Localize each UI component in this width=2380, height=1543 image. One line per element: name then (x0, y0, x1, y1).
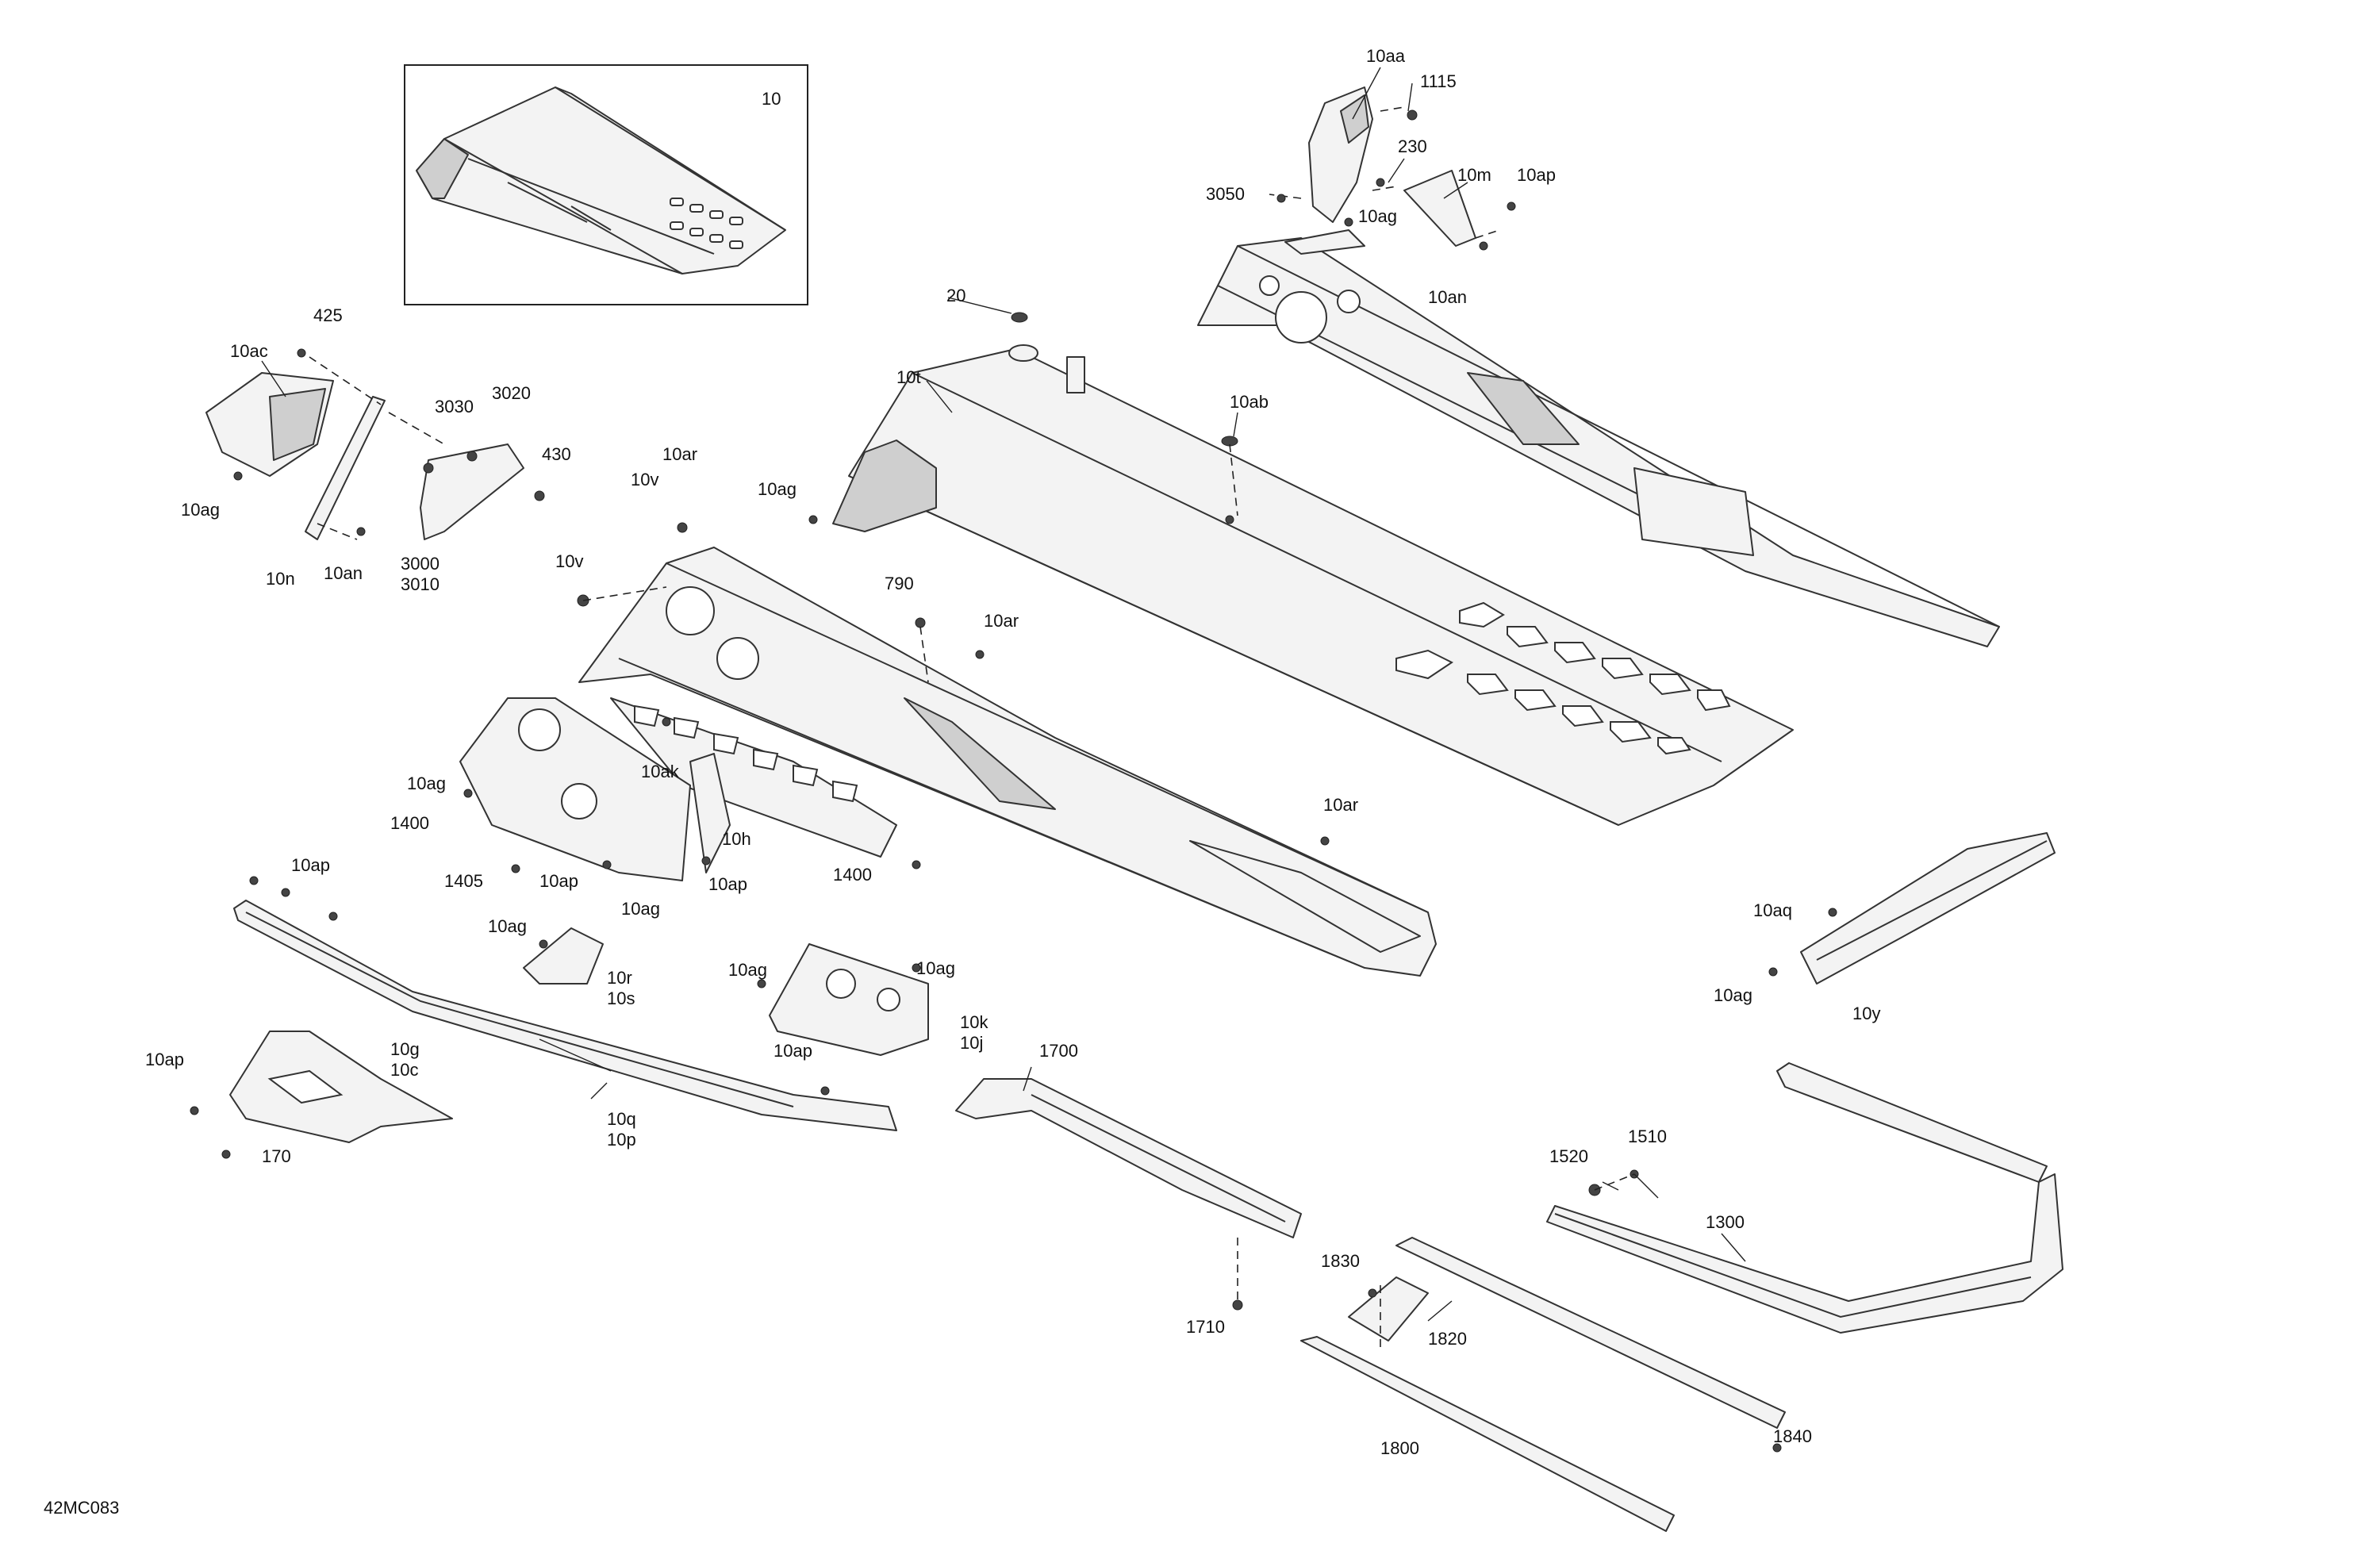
callout-1300: 1300 (1706, 1212, 1745, 1232)
callout-10q: 10q (607, 1109, 636, 1129)
callout-10r: 10r (607, 968, 632, 988)
callout-10c: 10c (390, 1060, 418, 1080)
callout-10ar-a: 10ar (662, 444, 697, 464)
inset-overview: 10 (404, 64, 808, 305)
callout-1710: 1710 (1186, 1317, 1225, 1337)
tunnel-vent-cutouts (1395, 601, 1731, 755)
callout-10ag-b: 10ag (621, 899, 660, 919)
callout-10ap-d: 10ap (774, 1041, 812, 1061)
callout-1400-a: 1400 (390, 813, 429, 833)
assembly-lines (582, 443, 1635, 1349)
callout-230: 230 (1398, 136, 1427, 156)
callout-10ag-c: 10ag (488, 916, 527, 936)
callout-10ag-f: 10ag (1714, 985, 1752, 1005)
callout-1115: 1115 (1420, 71, 1457, 91)
front-bulkhead-plate (459, 697, 731, 881)
callout-10g: 10g (390, 1039, 420, 1059)
callout-10ag-mid: 10ag (758, 479, 797, 499)
callout-20: 20 (946, 286, 965, 305)
callout-3050: 3050 (1206, 184, 1245, 204)
inset-frame (404, 64, 808, 305)
callout-10ap-a: 10ap (539, 871, 578, 891)
callout-1830: 1830 (1321, 1251, 1360, 1271)
callout-10y: 10y (1852, 1004, 1880, 1023)
callout-10aq: 10aq (1753, 900, 1792, 920)
callout-10ar-b: 10ar (984, 611, 1019, 631)
callout-10ak: 10ak (641, 762, 680, 781)
callout-10ag: 10ag (1358, 206, 1397, 226)
callout-1700: 1700 (1039, 1041, 1078, 1061)
rear-right-bracket (1800, 832, 2056, 985)
callout-1400-b: 1400 (833, 865, 872, 885)
callout-10ab: 10ab (1230, 392, 1269, 412)
rear-bracket-plate (229, 1031, 453, 1143)
callout-3010: 3010 (401, 574, 440, 594)
rear-bumper (1546, 1062, 2063, 1334)
callout-10t: 10t (896, 367, 921, 387)
leader-lines (261, 67, 1746, 1322)
callout-10ar-c: 10ar (1323, 795, 1358, 815)
callout-10k: 10k (960, 1012, 988, 1032)
callout-10m: 10m (1457, 165, 1491, 185)
callout-10ap-b: 10ap (708, 874, 747, 894)
callout-10v-a: 10v (631, 470, 658, 489)
callout-10an-left: 10an (324, 563, 363, 583)
callout-3000: 3000 (401, 554, 440, 574)
callout-3030: 3030 (435, 397, 474, 416)
callout-10ap: 10ap (1517, 165, 1556, 185)
callout-10v-b: 10v (555, 551, 583, 571)
running-board (233, 900, 897, 1131)
callout-10n: 10n (266, 569, 295, 589)
callout-10ag-left: 10ag (181, 500, 220, 520)
diagram-code: 42MC083 (44, 1498, 119, 1518)
callout-1820: 1820 (1428, 1329, 1467, 1349)
callout-1840: 1840 (1773, 1426, 1812, 1446)
callout-10an: 10an (1428, 287, 1467, 307)
inset-label: 10 (762, 89, 781, 109)
callout-10ap-e: 10ap (145, 1050, 184, 1069)
callout-labels: 10aa 1115 230 10m 10ap 3050 10ag 10an 20… (145, 46, 1880, 1458)
tunnel-top-plate (832, 344, 1794, 826)
front-slide-rail (955, 1078, 1302, 1238)
callout-425: 425 (313, 305, 343, 325)
left-bracket-assembly (205, 356, 524, 540)
lower-rails (1300, 1237, 1786, 1532)
callout-10j: 10j (960, 1033, 983, 1053)
callout-1405: 1405 (444, 871, 483, 891)
callout-10ac: 10ac (230, 341, 268, 361)
callout-1510: 1510 (1628, 1127, 1667, 1146)
inset-chassis-drawing (416, 86, 786, 274)
callout-3020: 3020 (492, 383, 531, 403)
callout-10ap-c: 10ap (291, 855, 330, 875)
callout-1800: 1800 (1380, 1438, 1419, 1458)
callout-10h: 10h (722, 829, 751, 849)
callout-10ag-d: 10ag (728, 960, 767, 980)
callout-170: 170 (262, 1146, 291, 1166)
left-tunnel-side (578, 547, 1437, 977)
callout-790: 790 (885, 574, 914, 593)
callout-10p: 10p (607, 1130, 636, 1150)
right-tunnel-side (1197, 229, 2000, 647)
callout-10ag-a: 10ag (407, 773, 446, 793)
callout-10aa: 10aa (1366, 46, 1406, 66)
small-brackets (523, 927, 929, 1056)
callout-1520: 1520 (1549, 1146, 1588, 1166)
callout-10s: 10s (607, 988, 635, 1008)
callout-430: 430 (542, 444, 571, 464)
callout-10ag-e: 10ag (916, 958, 955, 978)
